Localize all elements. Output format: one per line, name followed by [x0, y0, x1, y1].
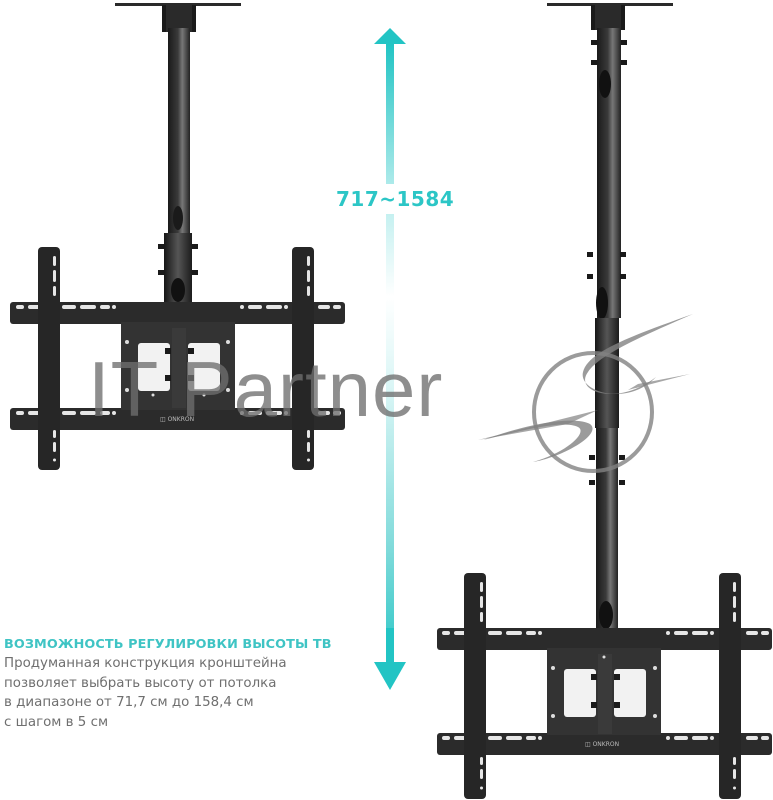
caption-line: Продуманная конструкция кронштейна	[4, 656, 287, 671]
swoosh-circle-logo-icon	[478, 314, 693, 473]
svg-text:◫ ONKRON: ◫ ONKRON	[160, 416, 194, 423]
watermark-text: IT Partner	[88, 345, 444, 433]
feature-caption: ВОЗМОЖНОСТЬ РЕГУЛИРОВКИ ВЫСОТЫ ТВ Продум…	[4, 636, 364, 732]
caption-title: ВОЗМОЖНОСТЬ РЕГУЛИРОВКИ ВЫСОТЫ ТВ	[4, 637, 332, 652]
caption-line: с шагом в 5 см	[4, 714, 109, 730]
caption-line: позволяет выбрать высоту от потолка	[4, 675, 277, 691]
ceiling-mount-short-illustration: ◫ ONKRON	[10, 3, 345, 470]
caption-body: Продуманная конструкция кронштейна позво…	[4, 654, 364, 732]
height-range-label: 717~1584	[336, 184, 454, 214]
height-arrow	[374, 28, 406, 690]
arrow-down-icon	[374, 628, 406, 690]
caption-line: в диапазоне от 71,7 см до 158,4 см	[4, 695, 254, 710]
svg-text:◫ ONKRON: ◫ ONKRON	[585, 741, 619, 748]
